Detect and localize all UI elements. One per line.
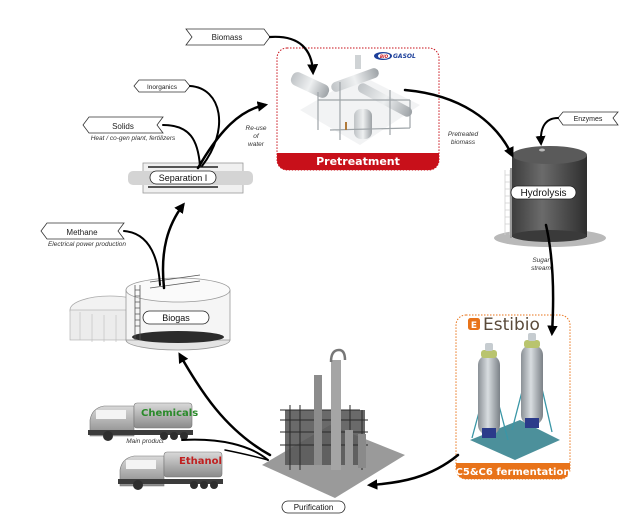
biogas-stage: Biogas (69, 274, 231, 351)
svg-text:of: of (253, 133, 260, 140)
pretreatment-banner (277, 153, 439, 170)
methane-output-tag: Methane Electrical power production (40, 222, 126, 248)
pretreatment-stage: Pretreatment BIO GASOL (276, 47, 440, 171)
svg-text:Estibio: Estibio (483, 315, 540, 335)
svg-text:E: E (471, 321, 477, 331)
svg-text:Sugar: Sugar (532, 257, 550, 264)
arrow-pretreatment-to-hydrolysis (403, 88, 514, 158)
arrow-hydrolysis-to-fermentation (544, 223, 558, 337)
purification-label: Purification (294, 503, 334, 512)
biomass-input-tag: Biomass (185, 28, 271, 46)
arrow-purification-to-trucks (224, 449, 269, 461)
flow-arrows (123, 35, 559, 490)
estibio-logo: E Estibio (468, 315, 540, 335)
svg-text:Methane: Methane (66, 228, 98, 237)
hydrolysis-label: Hydrolysis (520, 188, 566, 199)
arrow-biogas-to-separation (161, 202, 185, 290)
arrow-biomass-to-pretreatment (268, 35, 319, 76)
ethanol-truck: Ethanol (118, 451, 223, 490)
arrow-main-product-to-purification (181, 438, 269, 461)
main-product-note: Main product (126, 438, 165, 445)
svg-text:Heat / co-gen plant, fertilize: Heat / co-gen plant, fertilizers (91, 135, 176, 142)
fermentation-banner (456, 463, 570, 479)
enzymes-input-tag: Enzymes (557, 111, 619, 126)
sugar-stream-note: Sugar stream (531, 257, 551, 272)
hydrolysis-stage: Hydrolysis (494, 146, 606, 247)
svg-text:water: water (248, 141, 265, 148)
fermentation-label: C5&C6 fermentation (456, 467, 571, 478)
svg-text:Electrical power production: Electrical power production (48, 241, 126, 248)
arrow-separation-to-inorganics (189, 85, 220, 167)
biogas-label-pill (142, 310, 210, 325)
reuse-water-note: Re-use of water (246, 125, 267, 148)
svg-text:Re-use: Re-use (246, 125, 267, 132)
hydrolysis-label-pill (510, 185, 577, 200)
svg-text:Pretreated: Pretreated (448, 131, 479, 138)
arrow-enzymes-to-hydrolysis (535, 117, 559, 146)
arrow-biogas-to-methane (123, 230, 161, 286)
arrow-fermentation-to-purification (366, 453, 460, 490)
separation-label: Separation I (159, 173, 208, 183)
arrow-purification-to-biogas (178, 352, 272, 457)
ethanol-label: Ethanol (179, 456, 222, 467)
pretreated-biomass-note: Pretreated biomass (448, 131, 479, 146)
fermentation-stage: C5&C6 fermentation E Estibio (455, 314, 571, 480)
svg-text:BIO: BIO (380, 54, 389, 59)
arrow-separation-to-pretreatment (196, 101, 269, 170)
svg-text:Biomass: Biomass (212, 33, 243, 42)
svg-text:Solids: Solids (112, 122, 134, 131)
biogas-label: Biogas (162, 313, 190, 323)
inorganics-output-tag: Inorganics (133, 79, 191, 93)
svg-text:stream: stream (531, 265, 551, 272)
arrow-separation-to-solids (162, 124, 201, 167)
separation-label-pill (149, 170, 217, 185)
biogasol-logo: BIO GASOL (374, 52, 416, 60)
svg-text:Inorganics: Inorganics (147, 84, 178, 91)
pretreatment-equipment-illustration (290, 55, 420, 145)
svg-text:Enzymes: Enzymes (574, 116, 603, 123)
fermentation-vessels-illustration (470, 333, 560, 460)
svg-text:biomass: biomass (451, 139, 476, 146)
solids-output-tag: Solids Heat / co-gen plant, fertilizers (82, 116, 176, 142)
chemicals-label: Chemicals (141, 408, 198, 419)
chemicals-truck: Chemicals (88, 402, 198, 441)
purification-stage: Purification (262, 348, 405, 514)
separation-stage: Separation I (128, 162, 253, 194)
pretreatment-label: Pretreatment (316, 155, 400, 168)
purification-plant-illustration (280, 348, 368, 470)
purification-label-pill (281, 500, 346, 514)
svg-text:GASOL: GASOL (393, 53, 416, 60)
